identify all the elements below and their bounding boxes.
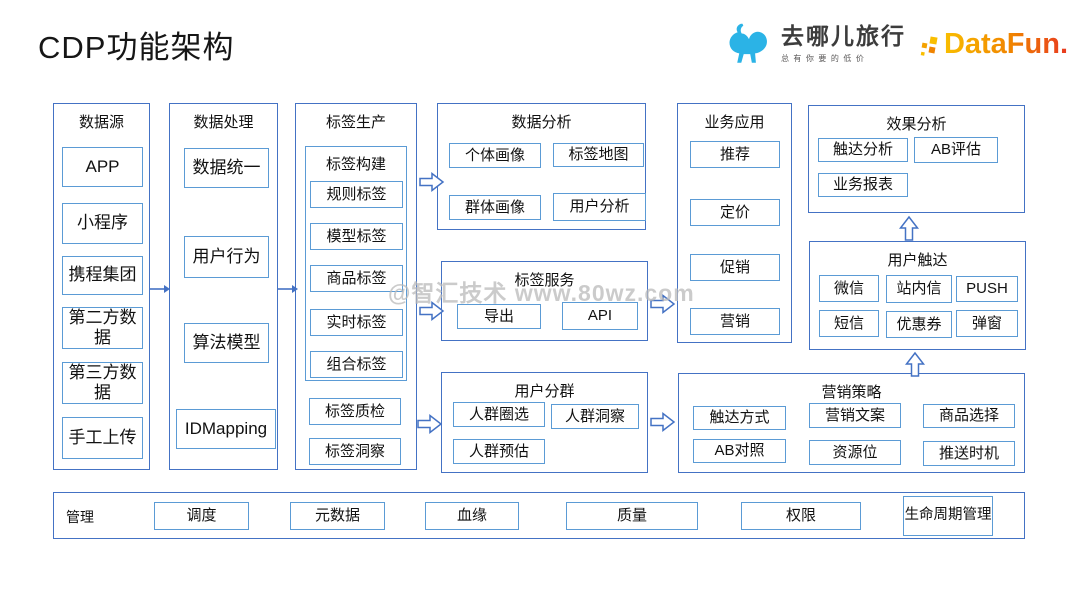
node-ab-control: AB对照 (693, 439, 786, 463)
page-title: CDP功能架构 (38, 30, 235, 65)
node-tag-insight: 标签洞察 (309, 438, 401, 465)
node-export: 导出 (457, 304, 541, 329)
node-lifecycle-management: 生命周期管理 (903, 496, 993, 536)
panel-data-analysis: 数据分析 个体画像 标签地图 群体画像 用户分析 (437, 103, 646, 230)
node-promotion: 促销 (690, 254, 780, 281)
datafun-logo-text: DataFun. (943, 27, 1068, 60)
node-wechat: 微信 (819, 275, 879, 302)
node-app: APP (62, 147, 143, 187)
block-arrow-right-to-marketing-strategy-icon (650, 411, 676, 433)
node-marketing: 营销 (690, 308, 780, 335)
node-ctrip-group: 携程集团 (62, 256, 143, 295)
node-coupon: 优惠券 (886, 311, 952, 338)
node-realtime-tag: 实时标签 (310, 309, 403, 336)
node-mini-program: 小程序 (62, 203, 143, 244)
panel-datasource-title: 数据源 (78, 114, 124, 131)
panel-effect-analysis-title: 效果分析 (886, 116, 947, 133)
node-product-selection: 商品选择 (923, 404, 1015, 428)
qunar-camel-logo-icon (729, 23, 767, 63)
node-audience-selection: 人群圈选 (453, 402, 545, 427)
arrow-right-processing-to-tagproduction-icon (278, 285, 298, 293)
node-group-profile: 群体画像 (449, 195, 541, 220)
block-arrow-right-to-user-segmentation-icon (417, 413, 443, 435)
node-tag-quality-check: 标签质检 (309, 398, 401, 425)
panel-tag-service: 标签服务 导出 API (441, 261, 648, 341)
brand-area: 去哪儿旅行 总有你要的低价 DataFun. (723, 18, 1068, 70)
panel-marketing-strategy-title: 营销策略 (821, 384, 882, 401)
node-metadata: 元数据 (290, 502, 385, 530)
node-idmapping: IDMapping (176, 409, 276, 449)
node-user-analysis: 用户分析 (553, 193, 646, 221)
node-lineage: 血缘 (425, 502, 519, 530)
qunar-logo-text: 去哪儿旅行 (780, 23, 906, 50)
panel-data-analysis-title: 数据分析 (511, 114, 572, 131)
node-push: PUSH (956, 276, 1018, 302)
node-quality: 质量 (566, 502, 698, 530)
node-ab-evaluation: AB评估 (914, 137, 998, 163)
panel-business-application: 业务应用 推荐 定价 促销 营销 (677, 103, 792, 343)
node-reach-method: 触达方式 (693, 406, 786, 430)
node-push-timing: 推送时机 (923, 441, 1015, 466)
node-product-tag: 商品标签 (310, 265, 403, 292)
node-popup: 弹窗 (956, 310, 1018, 337)
node-reach-analysis: 触达分析 (818, 138, 908, 162)
block-arrow-right-to-data-analysis-icon (419, 171, 445, 193)
node-combined-tag: 组合标签 (310, 351, 403, 378)
node-permission: 权限 (741, 502, 861, 530)
node-data-unification: 数据统一 (184, 148, 269, 188)
node-resource-slot: 资源位 (809, 440, 901, 465)
block-arrow-up-strategy-to-reach-icon (904, 351, 926, 377)
panel-tag-production: 标签生产 标签构建 规则标签 模型标签 商品标签 实时标签 组合标签 标签质检 … (295, 103, 417, 470)
node-recommendation: 推荐 (690, 141, 780, 168)
group-tag-build-title: 标签构建 (325, 156, 386, 173)
node-marketing-copy: 营销文案 (809, 403, 901, 428)
panel-tag-service-title: 标签服务 (514, 272, 575, 289)
node-second-party-data: 第二方数据 (62, 307, 143, 349)
panel-user-reach: 用户触达 微信 站内信 PUSH 短信 优惠券 弹窗 (809, 241, 1026, 350)
arrow-right-datasource-to-processing-icon (150, 285, 170, 293)
node-audience-insight: 人群洞察 (551, 404, 639, 429)
group-tag-build: 标签构建 规则标签 模型标签 商品标签 实时标签 组合标签 (305, 146, 407, 381)
panel-management-title: 管理 (66, 509, 94, 525)
block-arrow-right-to-tag-service-icon (419, 300, 445, 322)
node-manual-upload: 手工上传 (62, 417, 143, 459)
node-business-report: 业务报表 (818, 173, 908, 197)
node-user-behavior: 用户行为 (184, 236, 269, 278)
node-rule-tag: 规则标签 (310, 181, 403, 208)
node-api: API (562, 302, 638, 330)
panel-tag-production-title: 标签生产 (325, 114, 386, 131)
panel-user-reach-title: 用户触达 (887, 252, 948, 269)
node-audience-estimate: 人群预估 (453, 439, 545, 464)
panel-datasource: 数据源 APP 小程序 携程集团 第二方数据 第三方数据 手工上传 (53, 103, 150, 470)
node-tag-map: 标签地图 (553, 143, 644, 167)
panel-effect-analysis: 效果分析 触达分析 AB评估 业务报表 (808, 105, 1025, 213)
node-site-message: 站内信 (886, 275, 952, 303)
block-arrow-up-reach-to-effect-icon (898, 215, 920, 241)
node-algorithm-model: 算法模型 (184, 323, 269, 363)
block-arrow-right-to-business-application-icon (650, 293, 676, 315)
node-sms: 短信 (819, 310, 879, 337)
node-third-party-data: 第三方数据 (62, 362, 143, 404)
panel-business-application-title: 业务应用 (704, 114, 765, 131)
node-scheduling: 调度 (154, 502, 249, 530)
panel-marketing-strategy: 营销策略 触达方式 营销文案 商品选择 AB对照 资源位 推送时机 (678, 373, 1025, 473)
datafun-squares-icon (920, 36, 938, 56)
node-pricing: 定价 (690, 199, 780, 226)
node-model-tag: 模型标签 (310, 223, 403, 250)
node-individual-profile: 个体画像 (449, 143, 541, 168)
panel-management: 管理 调度 元数据 血缘 质量 权限 生命周期管理 (53, 492, 1025, 539)
panel-data-processing-title: 数据处理 (193, 114, 254, 131)
panel-user-segmentation: 用户分群 人群圈选 人群洞察 人群预估 (441, 372, 648, 473)
panel-user-segmentation-title: 用户分群 (514, 383, 575, 400)
panel-data-processing: 数据处理 数据统一 用户行为 算法模型 IDMapping (169, 103, 278, 470)
qunar-tagline: 总有你要的低价 (780, 53, 869, 63)
